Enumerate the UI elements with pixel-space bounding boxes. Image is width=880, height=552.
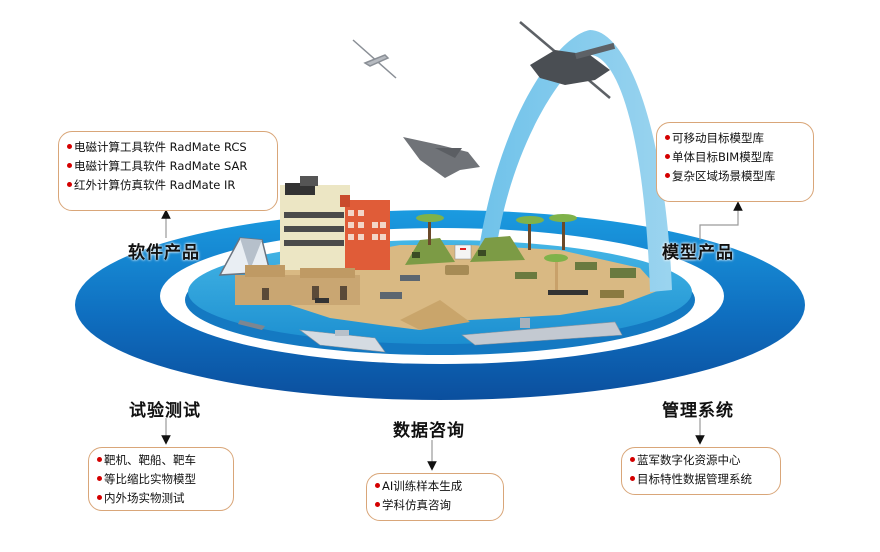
- bullet-icon: [97, 495, 102, 500]
- list-item: 目标特性数据管理系统: [630, 470, 770, 489]
- buildings: [235, 176, 390, 305]
- ground-vehicles: [315, 262, 636, 303]
- list-item: 内外场实物测试: [97, 489, 223, 508]
- model-products-label: 模型产品: [662, 243, 734, 263]
- bullet-icon: [97, 457, 102, 462]
- model-products-box: 可移动目标模型库 单体目标BIM模型库 复杂区域场景模型库: [656, 122, 814, 202]
- bullet-icon: [67, 182, 72, 187]
- list-item: 蓝军数字化资源中心: [630, 451, 770, 470]
- bullet-icon: [630, 476, 635, 481]
- bullet-icon: [97, 476, 102, 481]
- fighter-jet: [403, 137, 480, 178]
- list-item: 靶机、靶船、靶车: [97, 451, 223, 470]
- testing-box: 靶机、靶船、靶车 等比缩比实物模型 内外场实物测试: [88, 447, 234, 511]
- drone: [352, 39, 397, 79]
- ships: [238, 318, 623, 353]
- data-consulting-label: 数据咨询: [393, 421, 465, 441]
- list-item: 单体目标BIM模型库: [665, 148, 803, 167]
- military-tents: [405, 236, 525, 265]
- software-products-label: 软件产品: [128, 243, 200, 263]
- software-products-box: 电磁计算工具软件 RadMate RCS 电磁计算工具软件 RadMate SA…: [58, 131, 278, 211]
- bullet-icon: [665, 135, 670, 140]
- bullet-icon: [665, 173, 670, 178]
- list-item: 可移动目标模型库: [665, 129, 803, 148]
- palm-trees: [416, 214, 577, 295]
- attack-helicopter: [519, 21, 616, 99]
- data-consulting-box: AI训练样本生成 学科仿真咨询: [366, 473, 504, 521]
- bullet-icon: [67, 163, 72, 168]
- list-item: AI训练样本生成: [375, 477, 493, 496]
- testing-label: 试验测试: [129, 401, 201, 421]
- list-item: 电磁计算工具软件 RadMate RCS: [67, 138, 267, 157]
- blue-arch: [478, 30, 672, 292]
- management-system-box: 蓝军数字化资源中心 目标特性数据管理系统: [621, 447, 781, 495]
- list-item: 电磁计算工具软件 RadMate SAR: [67, 157, 267, 176]
- bullet-icon: [375, 502, 380, 507]
- list-item: 等比缩比实物模型: [97, 470, 223, 489]
- bullet-icon: [375, 483, 380, 488]
- bullet-icon: [630, 457, 635, 462]
- bullet-icon: [665, 154, 670, 159]
- bullet-icon: [67, 144, 72, 149]
- management-system-label: 管理系统: [662, 401, 734, 421]
- list-item: 学科仿真咨询: [375, 496, 493, 515]
- list-item: 复杂区域场景模型库: [665, 167, 803, 186]
- list-item: 红外计算仿真软件 RadMate IR: [67, 176, 267, 195]
